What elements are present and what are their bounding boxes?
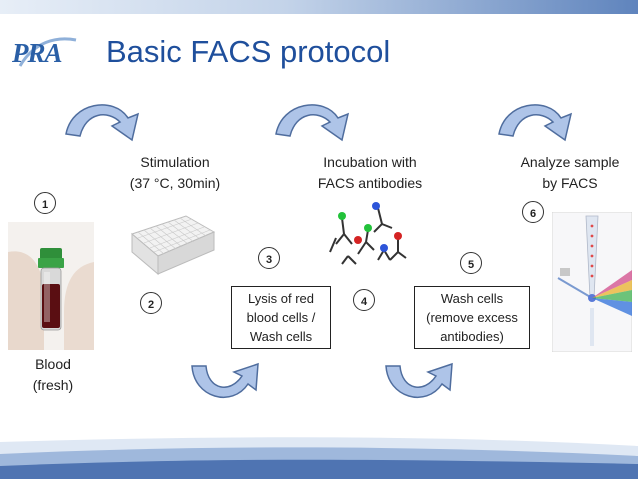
step-6-label: Analyze sample by FACS <box>508 152 632 194</box>
step-number-6: 6 <box>522 201 544 223</box>
step-6-label-line2: by FACS <box>542 175 598 191</box>
company-logo: PRA <box>12 38 63 68</box>
step-5-box: Wash cells (remove excess antibodies) <box>414 286 530 349</box>
curved-arrow-icon <box>191 362 259 399</box>
logo-swoosh-icon <box>18 37 77 67</box>
step-2-label-line1: Stimulation <box>140 154 210 170</box>
step-1-label-line2: (fresh) <box>32 377 74 393</box>
step-5-box-line2: (remove excess <box>426 310 518 325</box>
blood-tube-icon <box>8 222 94 350</box>
step-2-label-line2: (37 °C, 30min) <box>129 175 221 191</box>
step-6-label-line1: Analyze sample <box>520 154 620 170</box>
flow-cytometer-icon <box>552 212 632 352</box>
step-number-4: 4 <box>353 289 375 311</box>
step-number-5: 5 <box>460 252 482 274</box>
antibodies-icon <box>329 202 407 265</box>
step-4-label-line2: FACS antibodies <box>317 175 423 191</box>
bottom-decor-band <box>0 437 638 479</box>
curved-arrow-icon <box>65 104 140 142</box>
step-4-label-line1: Incubation with <box>323 154 417 170</box>
curved-arrow-icon <box>498 104 573 142</box>
curved-arrow-icon <box>385 362 453 399</box>
step-5-box-line1: Wash cells <box>440 291 504 306</box>
step-3-box: Lysis of red blood cells / Wash cells <box>231 286 331 349</box>
step-5-box-line3: antibodies) <box>440 329 504 344</box>
well-plate-icon <box>130 215 216 276</box>
step-1-label-line1: Blood <box>35 356 71 372</box>
step-3-box-line3: Wash cells <box>249 329 313 344</box>
step-3-box-line2: blood cells / <box>246 310 316 325</box>
step-number-2: 2 <box>140 292 162 314</box>
step-4-label: Incubation with FACS antibodies <box>302 152 438 194</box>
page-title: Basic FACS protocol <box>106 34 391 69</box>
step-2-label: Stimulation (37 °C, 30min) <box>110 152 240 194</box>
top-decor-band <box>0 0 638 14</box>
curved-arrow-icon <box>275 104 350 142</box>
step-3-box-line1: Lysis of red <box>248 291 314 306</box>
step-number-3: 3 <box>258 247 280 269</box>
step-1-label: Blood (fresh) <box>18 354 88 396</box>
step-number-1: 1 <box>34 192 56 214</box>
